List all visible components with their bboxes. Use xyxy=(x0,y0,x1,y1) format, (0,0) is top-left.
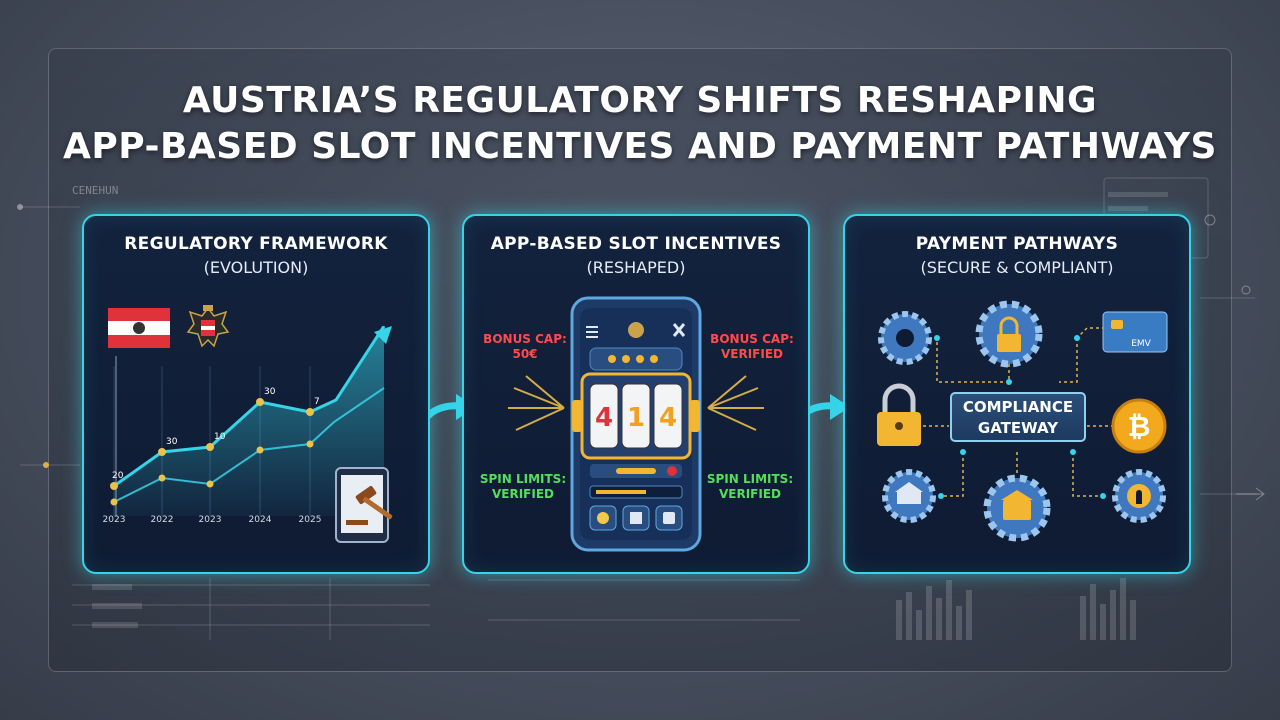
chart-data-label: 7 xyxy=(314,397,320,407)
chart-x-tick-label: 2022 xyxy=(151,515,174,525)
svg-text:₿: ₿ xyxy=(1128,410,1151,443)
eagle-emblem-icon xyxy=(628,322,644,338)
bitcoin-coin-icon: ₿ xyxy=(1111,398,1167,454)
panel-title: PAYMENT PATHWAYS xyxy=(915,234,1119,254)
light-bulb-icon xyxy=(597,512,609,524)
chart-data-label: 20 xyxy=(112,471,124,481)
panel-subtitle: (SECURE & COMPLIANT) xyxy=(920,258,1114,277)
reel-1-symbol: 4 xyxy=(595,403,613,433)
spin-limits-left-label: SPIN LIMITS: VERIFIED xyxy=(479,472,567,501)
phone-slot-machine: 4 1 4 xyxy=(570,296,702,552)
chart-x-tick-label: 2024 xyxy=(249,515,272,525)
reel-3-symbol: 4 xyxy=(659,403,677,433)
chart-x-tick-label: 2023 xyxy=(199,515,222,525)
panel-regulatory-framework: REGULATORY FRAMEWORK (EVOLUTION) 20 30 10 3… xyxy=(82,214,430,574)
compliance-gateway-box: COMPLIANCE GATEWAY xyxy=(950,392,1086,442)
gift-icon xyxy=(630,512,642,524)
chart-point xyxy=(256,398,264,406)
panel-subtitle: (EVOLUTION) xyxy=(203,258,309,277)
title-line-2: APP-BASED SLOT INCENTIVES AND PAYMENT PA… xyxy=(63,126,1217,167)
chart-data-label: 30 xyxy=(264,387,276,397)
regulatory-line-chart: 20 30 10 30 7 2023 2022 2023 2024 2025 xyxy=(103,326,392,525)
burst-rays-icon xyxy=(508,375,764,431)
gateway-label-line-2: GATEWAY xyxy=(977,419,1059,437)
menu-icon xyxy=(586,326,598,338)
svg-text:EMV: EMV xyxy=(1131,339,1151,349)
austria-eagle-icon xyxy=(186,305,230,348)
chart-point xyxy=(110,482,118,490)
reel-2-symbol: 1 xyxy=(627,403,645,433)
chart-secondary-point xyxy=(306,440,314,448)
payment-network-diagram: EMV ₿ xyxy=(877,300,1168,542)
title-line-1: AUSTRIA’S REGULATORY SHIFTS RESHAPING xyxy=(182,80,1098,121)
gear-icon xyxy=(878,311,932,365)
chart-point xyxy=(158,448,166,456)
lock-gear-icon xyxy=(975,300,1043,368)
spin-limits-right-label: SPIN LIMITS: VERIFIED xyxy=(706,472,794,501)
chart-secondary-point xyxy=(158,474,166,482)
reward-icon xyxy=(663,512,675,524)
austria-flag xyxy=(108,308,170,348)
chart-trend-arrow-icon xyxy=(374,326,392,344)
chart-point xyxy=(206,443,214,451)
bonus-cap-left-label: BONUS CAP: 50€ xyxy=(483,332,567,361)
credit-card-icon: EMV xyxy=(1102,311,1168,353)
chart-secondary-point xyxy=(256,446,264,454)
padlock-icon xyxy=(877,383,921,446)
bonus-cap-right-label: BONUS CAP: VERIFIED xyxy=(710,332,794,361)
panel-slot-incentives: APP-BASED SLOT INCENTIVES (RESHAPED) BON… xyxy=(462,214,810,574)
chart-data-label: 10 xyxy=(214,432,226,442)
chart-x-tick-label: 2025 xyxy=(299,515,322,525)
tablet-gavel-icon xyxy=(335,467,393,543)
background-corner-text: CENEHUN xyxy=(72,184,119,197)
chart-secondary-point xyxy=(110,498,118,506)
panel-title: APP-BASED SLOT INCENTIVES xyxy=(490,234,782,254)
gateway-label-line-1: COMPLIANCE xyxy=(962,398,1074,416)
bank-lock-gear-icon xyxy=(983,474,1051,542)
settings-tools-icon xyxy=(672,323,686,337)
keyhole-gear-icon xyxy=(1112,469,1166,523)
panel-subtitle: (RESHAPED) xyxy=(586,258,686,277)
bank-gear-icon xyxy=(882,469,936,523)
chart-x-tick-label: 2023 xyxy=(103,515,126,525)
chart-data-label: 30 xyxy=(166,437,178,447)
panel-payment-pathways: PAYMENT PATHWAYS (SECURE & COMPLIANT) xyxy=(843,214,1191,574)
page-title: AUSTRIA’S REGULATORY SHIFTS RESHAPING AP… xyxy=(0,78,1280,170)
panel-title: REGULATORY FRAMEWORK xyxy=(124,234,388,254)
chart-secondary-point xyxy=(206,480,214,488)
chart-point xyxy=(306,408,314,416)
chart-area-fill xyxy=(114,326,384,516)
